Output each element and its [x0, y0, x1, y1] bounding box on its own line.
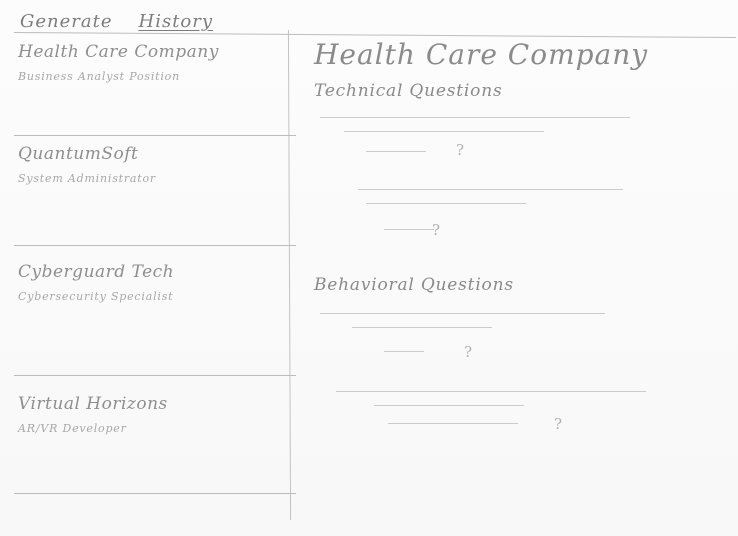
answer-line: [384, 229, 434, 230]
history-list: Health Care Company Business Analyst Pos…: [14, 34, 296, 504]
detail-panel: Health Care Company Technical Questions …: [314, 38, 724, 455]
history-item-role: System Administrator: [18, 172, 156, 185]
tab-history[interactable]: History: [138, 11, 214, 32]
technical-questions-heading: Technical Questions: [314, 81, 503, 101]
history-item-virtual-horizons[interactable]: Virtual Horizons AR/VR Developer: [14, 376, 296, 494]
question-line: [336, 391, 646, 392]
question-item: ?: [314, 181, 724, 251]
question-mark: ?: [432, 221, 441, 239]
question-line: [344, 131, 544, 132]
answer-line: [366, 151, 426, 152]
question-mark: ?: [464, 343, 473, 361]
tab-bar: Generate History: [20, 4, 213, 32]
question-item: ?: [314, 311, 724, 381]
detail-title: Health Care Company: [314, 38, 649, 71]
history-item-company: Virtual Horizons: [18, 394, 168, 414]
behavioral-questions-heading: Behavioral Questions: [314, 275, 514, 295]
question-line: [352, 327, 492, 328]
history-item-quantumsoft[interactable]: QuantumSoft System Administrator: [14, 136, 296, 246]
answer-line: [384, 351, 424, 352]
question-mark: ?: [456, 141, 465, 159]
history-item-cyberguard[interactable]: Cyberguard Tech Cybersecurity Specialist: [14, 246, 296, 376]
question-line: [358, 189, 623, 190]
question-item: ?: [314, 111, 724, 181]
history-item-health-care[interactable]: Health Care Company Business Analyst Pos…: [14, 34, 296, 136]
question-line: [366, 203, 526, 204]
history-item-company: Cyberguard Tech: [18, 262, 175, 282]
history-item-role: Cybersecurity Specialist: [18, 290, 174, 303]
question-line: [320, 313, 605, 314]
history-item-role: AR/VR Developer: [18, 422, 127, 435]
question-mark: ?: [554, 415, 563, 433]
answer-line: [388, 423, 518, 424]
question-line: [374, 405, 524, 406]
history-item-company: Health Care Company: [18, 42, 219, 62]
question-line: [320, 117, 630, 118]
history-item-company: QuantumSoft: [18, 144, 139, 164]
question-item: ?: [314, 385, 724, 455]
tab-generate[interactable]: Generate: [20, 11, 113, 32]
history-item-role: Business Analyst Position: [18, 70, 180, 83]
